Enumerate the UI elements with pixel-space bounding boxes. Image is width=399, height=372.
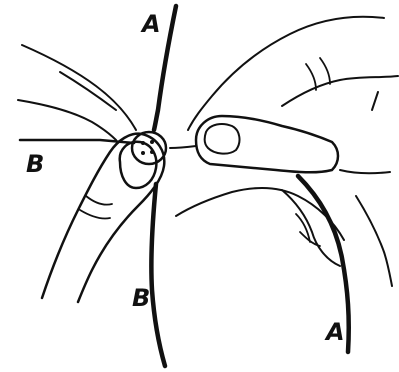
right-hand-wrinkle-2 xyxy=(306,64,316,90)
right-hand-wrinkle xyxy=(320,58,330,84)
strand-b-bottom xyxy=(151,184,165,366)
left-hand-finger-line-2 xyxy=(60,72,116,110)
thread-icon xyxy=(20,6,349,366)
label-b-left: B xyxy=(26,150,44,178)
label-b-bottom: B xyxy=(132,284,150,312)
thread-short xyxy=(170,146,196,148)
label-a-right: A xyxy=(324,318,345,346)
right-hand-lower xyxy=(176,188,344,240)
left-hand-top-edge xyxy=(22,45,136,130)
right-hand-mark xyxy=(372,92,378,110)
right-hand-top-edge xyxy=(188,17,384,130)
left-hand-finger-line xyxy=(18,100,116,140)
right-hand-wrist xyxy=(340,170,390,173)
right-fingernail xyxy=(205,124,240,154)
right-hand-icon xyxy=(176,17,398,286)
left-knuckle-line-2 xyxy=(86,196,112,205)
label-a-top: A xyxy=(140,10,161,38)
left-knuckle-line xyxy=(80,210,110,219)
right-hand-lower-3 xyxy=(356,196,392,286)
right-hand-knuckle xyxy=(296,214,310,242)
button-hole xyxy=(141,151,145,155)
right-hand-back-edge xyxy=(282,76,398,106)
